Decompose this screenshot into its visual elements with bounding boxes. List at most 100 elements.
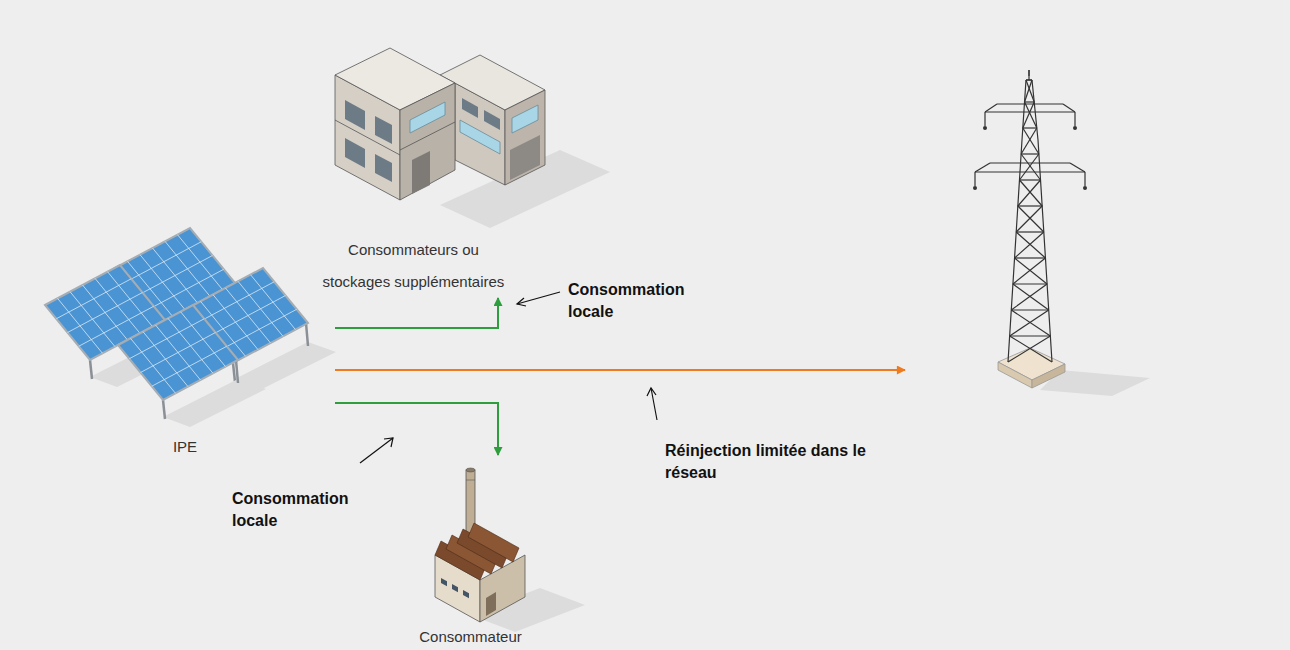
leader-arrow — [360, 438, 393, 463]
solar-panels — [163, 400, 165, 419]
building-illustration — [510, 135, 540, 180]
flow-arrow — [335, 298, 498, 328]
leader-arrow — [517, 298, 526, 306]
pylon-illustration — [1011, 309, 1048, 310]
pylon-illustration — [1013, 258, 1046, 284]
solar-panels — [90, 360, 92, 379]
solar-panels — [68, 293, 143, 333]
edge-label: Consommation locale — [232, 488, 362, 532]
flow-arrow — [335, 403, 498, 455]
pylon-illustration — [984, 112, 985, 126]
solar-panels — [129, 319, 204, 359]
pylon-illustration — [997, 103, 1063, 104]
pylon-illustration — [1021, 153, 1039, 154]
pylon-illustration — [1025, 101, 1035, 102]
building-illustration — [400, 83, 455, 200]
node-label: IPE — [35, 435, 335, 459]
leader-arrow — [647, 388, 656, 396]
pylon-illustration — [1011, 284, 1047, 310]
factory-illustration — [466, 468, 475, 472]
pylon-illustration — [1025, 80, 1032, 102]
pylon-illustration — [1019, 180, 1042, 206]
factory-illustration — [435, 468, 585, 632]
edge-label: Consommation locale — [568, 279, 698, 323]
building-illustration — [505, 90, 545, 185]
pylon-illustration — [973, 70, 1150, 396]
pylon-illustration — [1023, 102, 1034, 128]
leader-arrow — [517, 292, 560, 306]
leader-arrow — [360, 438, 393, 463]
pylon-illustration — [1010, 310, 1049, 336]
pylon-illustration — [975, 163, 990, 172]
pylon-illustration — [1013, 284, 1049, 310]
factory-node: Consommateur — [408, 455, 533, 647]
pylon-illustration — [983, 126, 987, 130]
factory-illustration — [452, 584, 458, 592]
solar-panels — [233, 363, 235, 382]
pylon-illustration — [1019, 179, 1040, 180]
pylon-illustration — [1010, 335, 1051, 336]
pylon-illustration — [1028, 70, 1029, 76]
leader-arrow — [647, 388, 657, 420]
node-label: Consommateur — [408, 627, 533, 647]
pylon-illustration — [1026, 79, 1032, 80]
pylon-illustration — [1016, 232, 1045, 258]
pylon-illustration — [1032, 364, 1065, 388]
pylon-illustration — [975, 171, 1085, 172]
pylon-illustration — [1019, 154, 1038, 180]
pylon-illustration — [1016, 206, 1042, 232]
solar-panels — [211, 296, 286, 336]
solar-panels — [152, 346, 227, 386]
factory-illustration — [468, 523, 519, 562]
pylon-illustration — [1023, 127, 1037, 128]
building-illustration — [484, 110, 500, 130]
building-illustration — [462, 98, 478, 118]
solar-panels — [126, 242, 201, 282]
pylon-illustration — [998, 362, 1032, 388]
pylon-illustration — [1026, 80, 1034, 102]
pylon-illustration — [1073, 126, 1077, 130]
factory-illustration — [463, 590, 469, 598]
pylon-illustration — [1070, 163, 1085, 172]
solar-panels — [45, 228, 336, 427]
pylon-illustration — [1026, 79, 1032, 80]
pylon-illustration — [1013, 283, 1047, 284]
factory-illustration — [486, 592, 496, 616]
node-label: Consommateurs ou stockages supplémentair… — [316, 234, 511, 298]
pylon-illustration — [1021, 128, 1037, 154]
factory-illustration — [441, 578, 447, 586]
building-illustration — [375, 154, 392, 182]
pylon-illustration — [985, 104, 997, 112]
pylon-illustration — [1018, 206, 1044, 232]
building-illustration — [345, 100, 365, 130]
factory-illustration — [466, 480, 475, 481]
pylon-illustration — [1015, 258, 1048, 284]
pylon-illustration — [1008, 80, 1026, 362]
solar-panels — [306, 323, 308, 346]
building-node: Consommateurs ou stockages supplémentair… — [316, 40, 511, 298]
flow-arrow — [335, 369, 905, 371]
pylon-illustration — [1018, 180, 1041, 206]
pylon-illustration — [1021, 154, 1040, 180]
edge-label: Réinjection limitée dans le réseau — [665, 440, 915, 484]
pylon-illustration — [1083, 186, 1087, 190]
pylon-node — [905, 70, 1125, 390]
solar-array-node: IPE — [35, 215, 335, 459]
pylon-illustration — [1018, 205, 1042, 206]
building-illustration — [512, 105, 538, 133]
pylon-illustration — [1028, 70, 1029, 80]
building-illustration — [375, 116, 392, 144]
solar-panels — [118, 305, 266, 427]
building-illustration — [412, 151, 430, 194]
building-illustration — [335, 48, 610, 228]
pylon-illustration — [1025, 102, 1037, 128]
building-illustration — [335, 120, 400, 155]
solar-panels — [222, 309, 297, 349]
solar-panels — [118, 305, 238, 400]
pylon-illustration — [1084, 172, 1085, 186]
pylon-illustration — [1015, 257, 1046, 258]
leader-arrow — [384, 438, 393, 447]
